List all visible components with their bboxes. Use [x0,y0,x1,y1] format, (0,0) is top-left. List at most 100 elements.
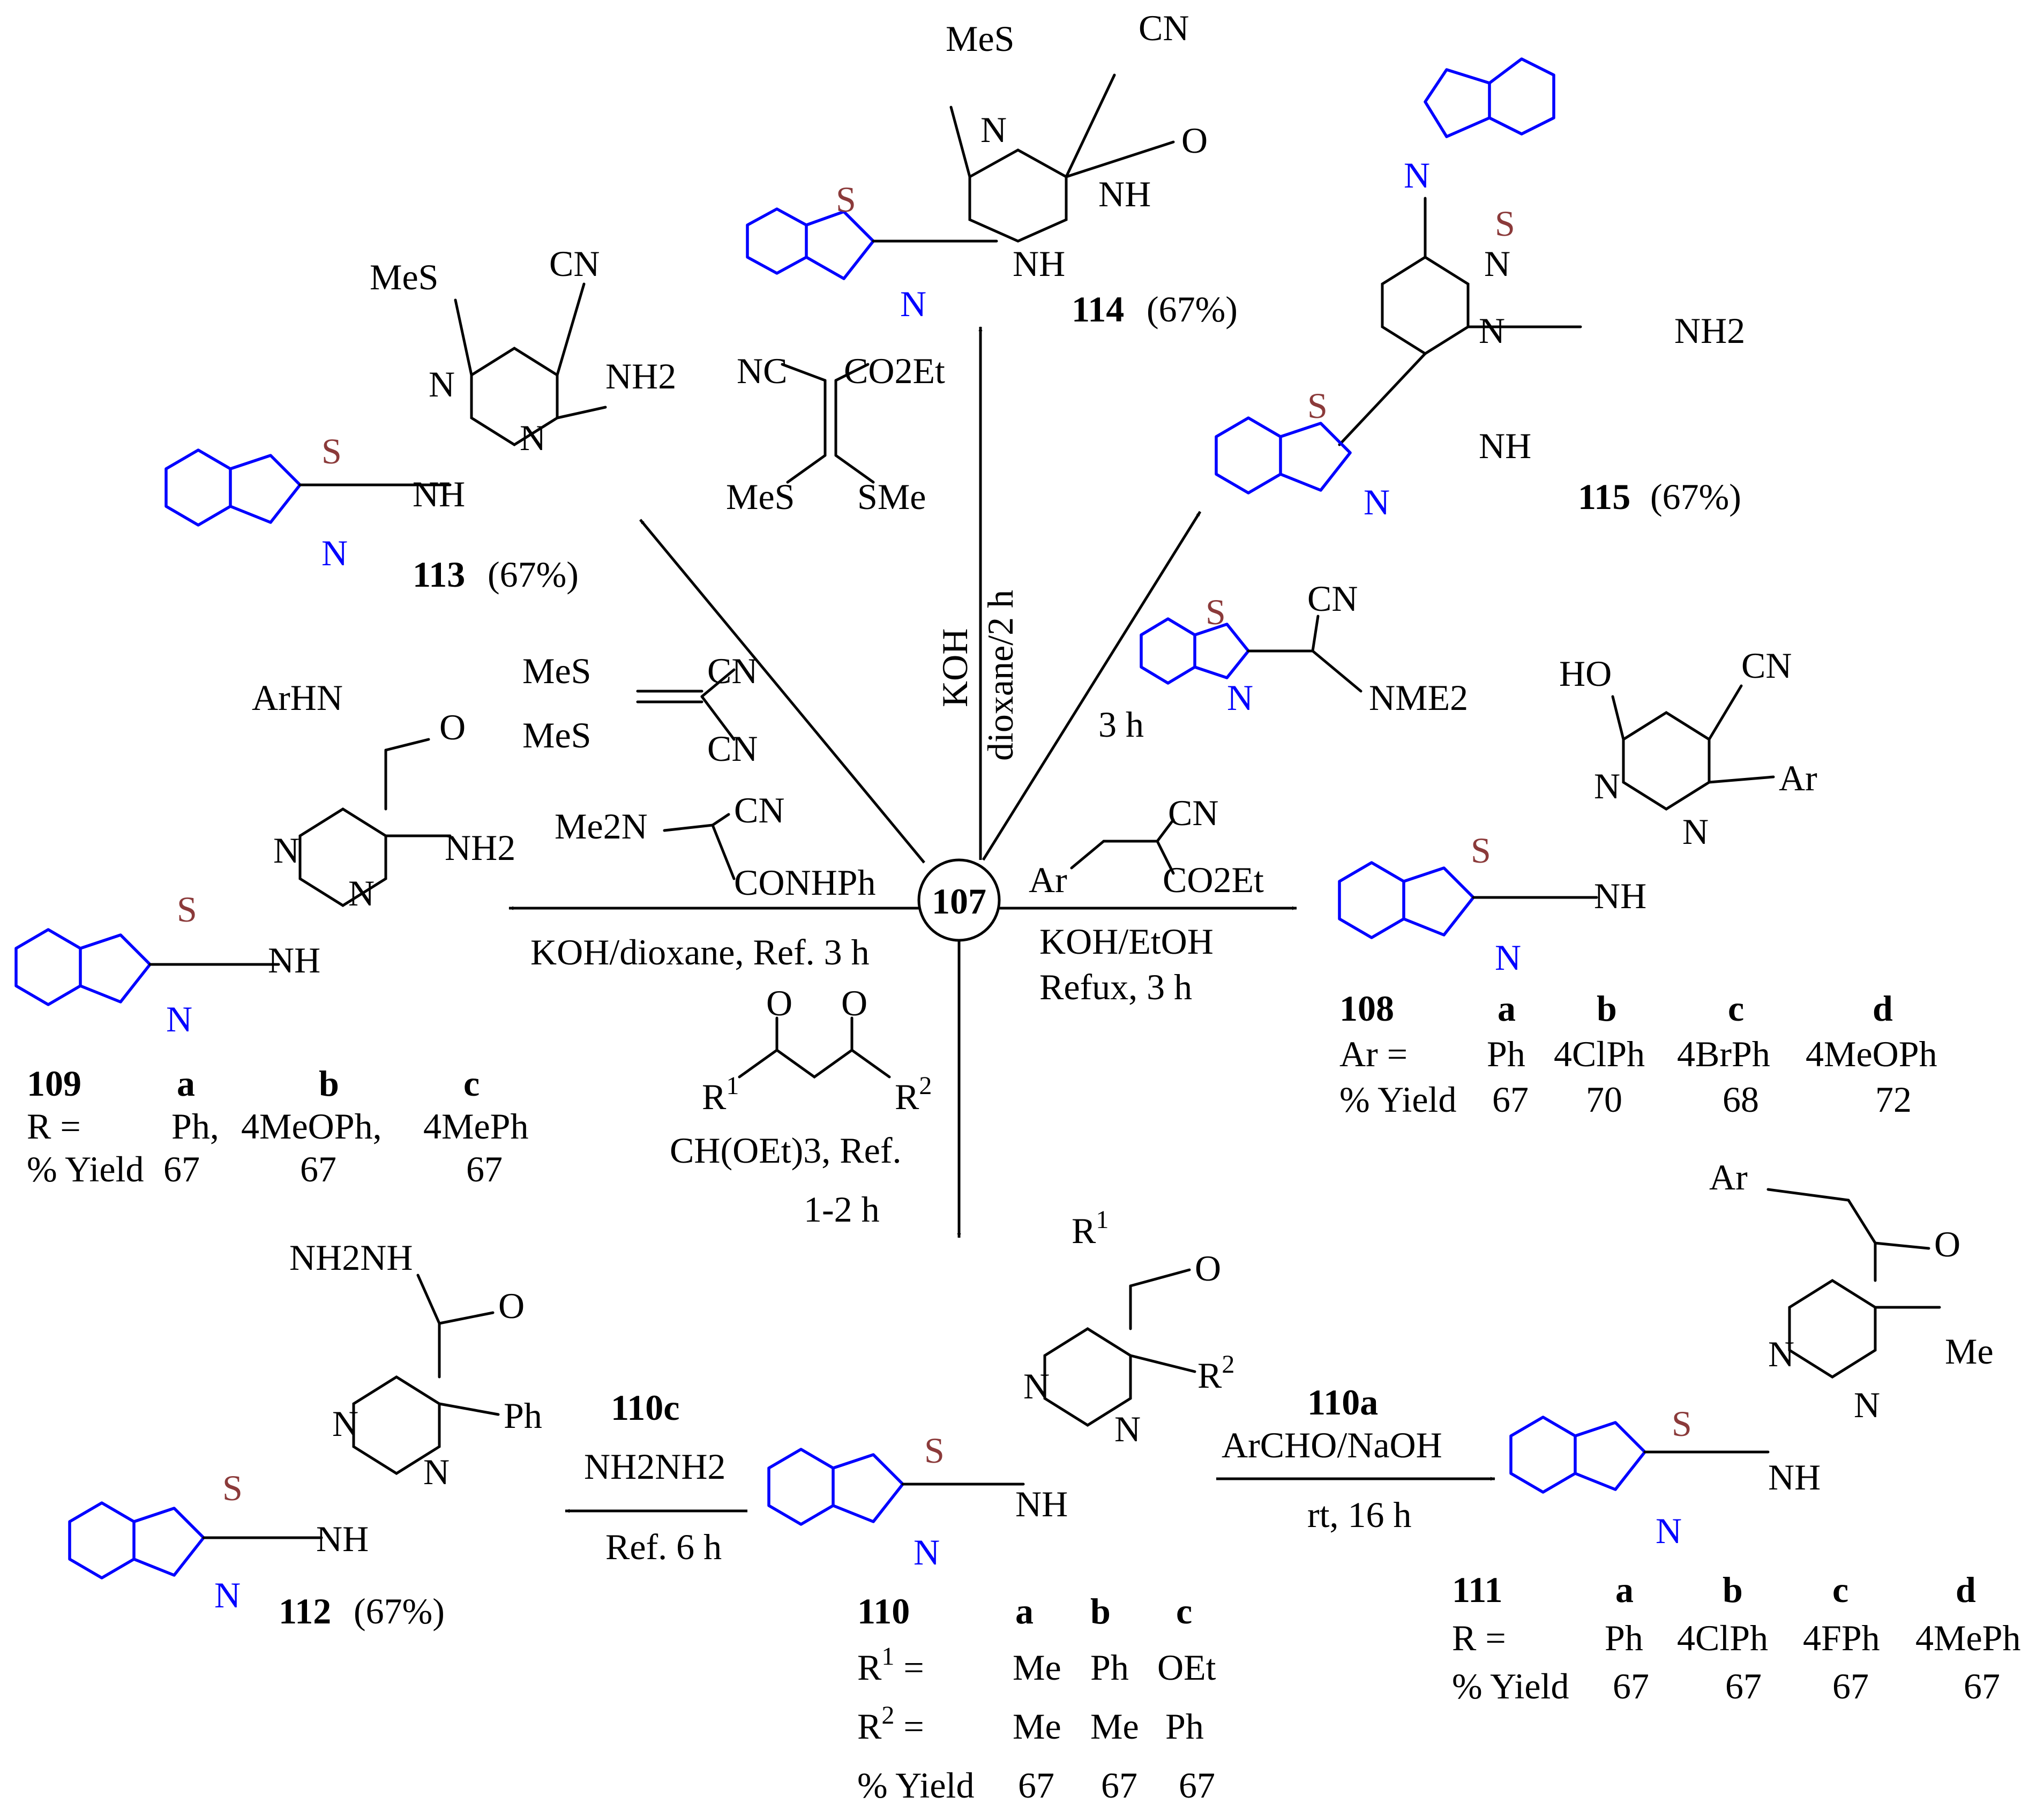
pyrimidine-ring-110 [1043,1327,1132,1427]
o1-reagent-110: O [766,983,792,1023]
n-atom-109: N [166,999,192,1039]
y-d-111: 67 [1964,1666,2000,1706]
center-label: 107 [932,881,986,922]
thiazole-ring-115 [1279,422,1352,492]
conditions-114: NC CO2Et MeS SMe KOH dioxane/2 h [726,350,1021,761]
ar-108: Ar [1779,758,1817,798]
n-ring-110b: N [1114,1409,1141,1449]
benzo-ring-111 [1509,1416,1577,1494]
product-115: N S S N NH N N NH2 115 (67%) [1215,57,1745,522]
n-ring-109b: N [348,873,375,914]
product-111: S N NH Ar O Me N N 111 a b c d R = Ph 4C… [1452,1157,2020,1706]
product-113: S N NH MeS CN NH2 N N 113 (67%) [164,243,676,595]
r1-b-110: Ph [1090,1647,1129,1688]
benzo-ring-reagent-115 [1140,617,1196,685]
reagent-ar-108: Ar [1029,859,1067,900]
s-atom-115-top: S [1495,203,1515,244]
conditions-112: 110c NH2NH2 Ref. 6 h [584,1387,725,1567]
col-c-110: c [1176,1591,1192,1631]
y-c-111: 67 [1832,1666,1869,1706]
cond-109-line: KOH/dioxane, Ref. 3 h [530,932,870,972]
col-a-111: a [1615,1569,1634,1610]
n-ring-110a: N [1023,1366,1050,1406]
col-b-110: b [1090,1591,1111,1631]
pyrimidine-ring-114 [968,148,1068,243]
y-b-110: 67 [1101,1765,1137,1806]
n-ring-108b: N [1682,811,1709,852]
pyrimidine-ring-111 [1788,1279,1877,1379]
y-b-109: 67 [300,1149,336,1189]
n-ring-109a: N [273,830,300,871]
s-atom-112: S [222,1468,243,1508]
cond-114-line1: KOH [934,628,975,707]
col-d-111: d [1956,1569,1976,1610]
cond-111-line1: ArCHO/NaOH [1222,1425,1442,1465]
n-ring-113b: N [520,417,546,458]
n-ring-112a: N [332,1403,358,1444]
n-ring-115b: N [1484,243,1510,284]
y-a-109: 67 [163,1149,200,1189]
id-112: 112 [279,1591,331,1631]
n-ring-114: N [980,109,1007,150]
n-ring-108a: N [1594,766,1620,806]
col-a-109: a [177,1063,195,1104]
compound-107: 107 [917,858,1001,942]
arrow-to-113 [639,519,925,864]
benzo-ring-113 [164,448,232,527]
cond-112-line2: Ref. 6 h [605,1526,722,1567]
diketone-chain [738,1048,891,1079]
reagent-cn1-113: CN [707,650,758,691]
n-ring-111b: N [1854,1384,1880,1425]
col-d-108: d [1873,988,1893,1029]
conditions-108: Ar CN CO2Et KOH/EtOH Refux, 3 h [1029,792,1264,1007]
benzo-ring-112 [68,1501,136,1580]
col-a-108: a [1498,988,1516,1029]
n-atom-115-top: N [1404,155,1430,196]
benzo-ring-109 [14,928,82,1006]
s-atom-114: S [836,179,856,220]
ar-111: Ar [1709,1157,1748,1197]
s-atom-reagent-115: S [1206,592,1226,632]
r1-label-110: R1 = [857,1642,924,1688]
nh-115: NH [1479,425,1531,466]
conditions-115: S N CN NME2 3 h [1098,578,1468,745]
s-atom-109: S [177,889,197,930]
thiazole-ring-114 [805,210,875,280]
ph-112: Ph [504,1395,542,1436]
r2-110: R2 [1197,1350,1234,1396]
s-atom-108: S [1471,830,1491,871]
yield-114: (67%) [1147,289,1238,330]
r-label-108: Ar = [1339,1034,1407,1074]
cond-111-line2: rt, 16 h [1307,1494,1412,1535]
r1-c-110: OEt [1157,1647,1216,1688]
nh-109: NH [268,940,320,980]
nh-110: NH [1015,1484,1068,1524]
mes-113: MeS [370,257,438,297]
r-c-109: 4MePh [423,1106,528,1147]
hydrazide-112: NH2NH [289,1237,413,1278]
r-c-108: 4BrPh [1677,1034,1770,1074]
id-111: 111 [1452,1569,1503,1610]
conditions-113: MeS MeS CN CN [522,650,758,769]
thiazole-ring-113 [229,454,302,524]
n-atom-113: N [321,533,348,573]
cond-111-start: 110a [1307,1382,1378,1423]
cond-112-start: 110c [611,1387,679,1428]
r1-a-110: Me [1013,1647,1061,1688]
product-112: S N NH NH2NH O Ph N N 112 (67%) [68,1237,542,1631]
cond-108-line1: KOH/EtOH [1039,921,1214,962]
n-ring-112b: N [423,1451,450,1492]
reagent-cn2-113: CN [707,728,758,769]
reagent-cn-109: CN [734,790,784,830]
nh2-109: NH2 [445,827,515,868]
nh-ring-114: NH [1098,174,1151,214]
id-108: 108 [1339,988,1394,1029]
cond-115-time: 3 h [1098,704,1144,745]
y-d-108: 72 [1875,1079,1912,1120]
reagent-me2n-109: Me2N [555,806,648,847]
id-110: 110 [857,1591,910,1631]
o2-reagent-110: O [841,983,867,1023]
nh-111: NH [1768,1457,1821,1498]
id-109: 109 [27,1063,81,1104]
s-atom-110: S [924,1430,945,1471]
